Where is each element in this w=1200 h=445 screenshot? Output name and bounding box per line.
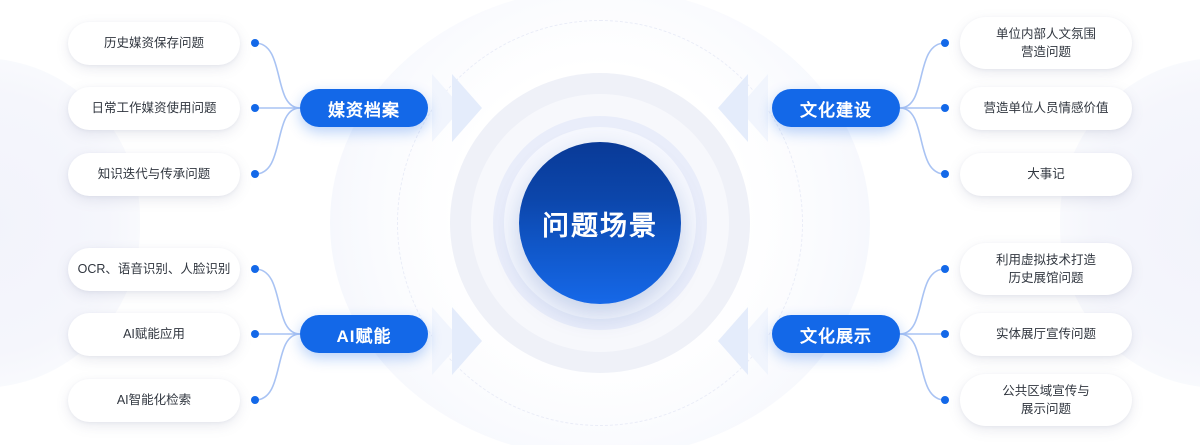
leaf-pill-label: 历史媒资保存问题	[103, 36, 204, 51]
chevron-right-icon	[452, 307, 482, 375]
category-pill-ai-empowerment[interactable]: AI赋能	[300, 315, 428, 353]
category-pill-label: 媒资档案	[328, 100, 400, 120]
leaf-pill-label: AI赋能应用	[123, 327, 185, 342]
leaf-pill-label: 利用虚拟技术打造 历史展馆问题	[995, 252, 1096, 285]
leaf-pill[interactable]: OCR、语音识别、人脸识别	[68, 248, 240, 291]
connector-path	[899, 333, 946, 401]
category-pill-culture-exhibition[interactable]: 文化展示	[772, 315, 900, 353]
center-node-label: 问题场景	[542, 210, 658, 241]
leaf-pill-label: 营造单位人员情感价值	[983, 101, 1109, 116]
connector-path	[254, 107, 301, 175]
connector-dot	[251, 265, 259, 273]
connector-dot	[941, 330, 949, 338]
connector-path	[254, 268, 301, 335]
leaf-pill[interactable]: AI赋能应用	[68, 313, 240, 356]
leaf-pill[interactable]: 营造单位人员情感价值	[960, 87, 1132, 130]
chevron-right-icon	[432, 74, 462, 142]
category-pill-culture-construction[interactable]: 文化建设	[772, 89, 900, 127]
connector-dot	[941, 104, 949, 112]
leaf-pill[interactable]: 单位内部人文氛围 营造问题	[960, 17, 1132, 69]
chevron-left-icon	[718, 74, 748, 142]
category-pill-label: AI赋能	[336, 326, 392, 346]
connector-dot	[941, 265, 949, 273]
leaf-pill[interactable]: 公共区域宣传与 展示问题	[960, 374, 1132, 426]
connector-path	[254, 333, 301, 401]
connector-dot	[251, 170, 259, 178]
leaf-pill[interactable]: AI智能化检索	[68, 379, 240, 422]
leaf-pill-label: 单位内部人文氛围 营造问题	[995, 26, 1096, 59]
connector-dot	[251, 39, 259, 47]
leaf-pill[interactable]: 实体展厅宣传问题	[960, 313, 1132, 356]
leaf-pill-label: 实体展厅宣传问题	[995, 327, 1096, 342]
leaf-pill-label: 日常工作媒资使用问题	[91, 101, 217, 116]
leaf-pill-label: AI智能化检索	[116, 393, 192, 408]
connector-dot	[251, 330, 259, 338]
leaf-pill[interactable]: 历史媒资保存问题	[68, 22, 240, 65]
leaf-pill[interactable]: 大事记	[960, 153, 1132, 196]
center-node-problem-scenarios[interactable]: 问题场景	[519, 142, 681, 304]
connector-path	[899, 268, 946, 335]
chevron-right-icon	[432, 307, 462, 375]
leaf-pill[interactable]: 利用虚拟技术打造 历史展馆问题	[960, 243, 1132, 295]
connector-dot	[941, 396, 949, 404]
chevron-left-icon	[738, 74, 768, 142]
leaf-pill-label: 大事记	[1027, 167, 1065, 182]
connector-dot	[941, 170, 949, 178]
chevron-left-icon	[718, 307, 748, 375]
connector-path	[899, 42, 946, 109]
leaf-pill[interactable]: 知识迭代与传承问题	[68, 153, 240, 196]
connector-dot	[251, 104, 259, 112]
chevron-right-icon	[452, 74, 482, 142]
leaf-pill[interactable]: 日常工作媒资使用问题	[68, 87, 240, 130]
chevron-left-icon	[738, 307, 768, 375]
connector-path	[899, 107, 946, 175]
leaf-pill-label: 公共区域宣传与 展示问题	[1002, 383, 1090, 416]
leaf-pill-label: OCR、语音识别、人脸识别	[77, 262, 231, 277]
connector-dot	[941, 39, 949, 47]
category-pill-media-archive[interactable]: 媒资档案	[300, 89, 428, 127]
connector-dot	[251, 396, 259, 404]
connector-path	[254, 42, 301, 109]
category-pill-label: 文化展示	[800, 326, 872, 346]
category-pill-label: 文化建设	[800, 100, 872, 120]
leaf-pill-label: 知识迭代与传承问题	[97, 167, 211, 182]
